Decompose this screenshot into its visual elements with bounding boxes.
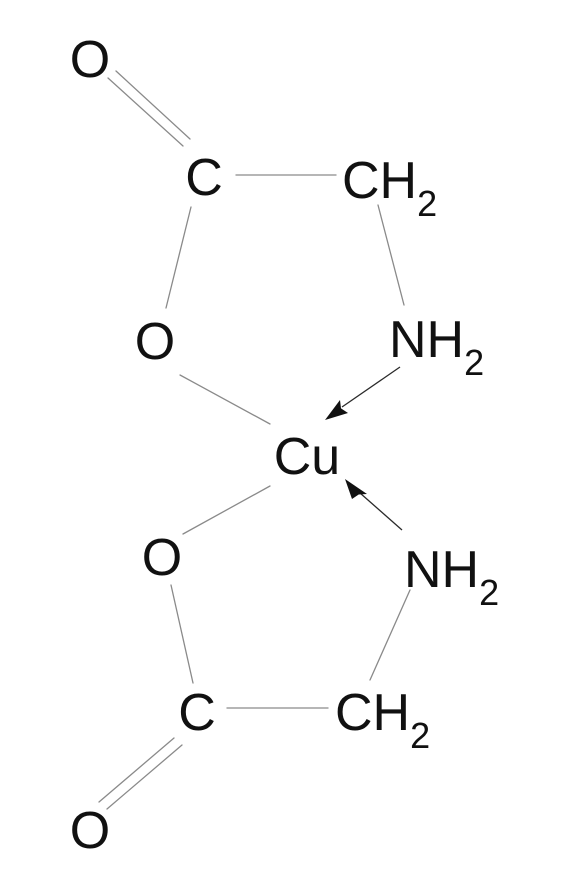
bond-ch2-nh2-top [377, 204, 405, 306]
bond-double-top-2 [115, 70, 191, 140]
atom-o-bottom-ring: O [142, 529, 182, 587]
bond-double-top-1 [107, 77, 184, 147]
arrowhead-bottom [345, 479, 367, 499]
atom-labels: O C CH2 O NH2 Cu O NH2 C CH2 O [70, 31, 499, 860]
atom-nh2-top-sub: 2 [464, 342, 484, 383]
coord-bond-top [341, 366, 401, 408]
atom-ch2-bottom: CH2 [335, 684, 430, 756]
coord-bond-bottom [359, 492, 403, 531]
atom-nh2-top-base: NH [389, 311, 464, 369]
bond-o-cu-top [179, 374, 271, 425]
atom-ch2-bottom-sub: 2 [410, 715, 430, 756]
bond-ch2-nh2-bottom [369, 589, 411, 681]
bond-double-bottom-2 [106, 744, 183, 810]
atom-ch2-top-sub: 2 [417, 183, 437, 224]
arrowhead-top [325, 400, 348, 420]
atom-nh2-bottom: NH2 [404, 541, 499, 613]
coordinate-bonds [325, 366, 403, 531]
atom-ch2-top-base: CH [342, 152, 417, 210]
atom-o-bottom-carbonyl: O [70, 802, 110, 860]
atom-nh2-bottom-sub: 2 [479, 572, 499, 613]
atom-nh2-top: NH2 [389, 311, 484, 383]
atom-c-top: C [185, 149, 223, 207]
bond-cu-o-bottom [182, 485, 271, 535]
bonds [98, 70, 411, 810]
atom-ch2-top: CH2 [342, 152, 437, 224]
bond-double-bottom-1 [98, 737, 175, 803]
atom-o-top-ring: O [135, 313, 175, 371]
atom-nh2-bottom-base: NH [404, 541, 479, 599]
atom-ch2-bottom-base: CH [335, 684, 410, 742]
bond-c-o-ring-top [165, 206, 192, 309]
bond-o-c-ring-bottom [170, 584, 194, 684]
atom-cu: Cu [274, 428, 340, 486]
atom-c-bottom: C [178, 684, 216, 742]
atom-o-top-carbonyl: O [70, 31, 110, 89]
